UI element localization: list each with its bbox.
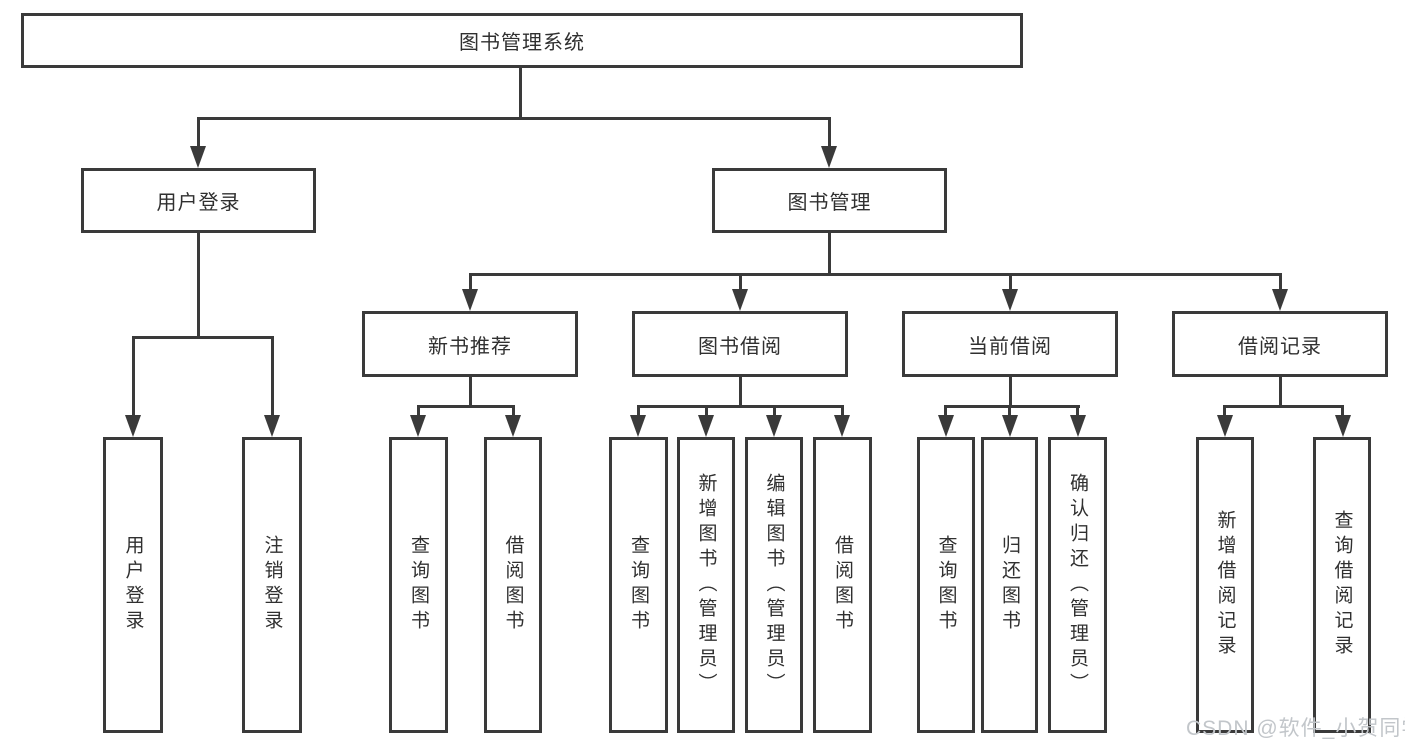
arrow-down-icon xyxy=(1217,415,1233,437)
leaf-confirm-return-admin: 确认归还（管理员） xyxy=(1048,437,1107,733)
node-label: 图书管理系统 xyxy=(459,32,585,54)
connector-line xyxy=(512,405,515,417)
leaf-label: 用户登录 xyxy=(122,535,144,635)
arrow-down-icon xyxy=(505,415,521,437)
leaf-label: 注销登录 xyxy=(261,535,283,635)
leaf-logout: 注销登录 xyxy=(242,437,302,733)
leaf-label: 借阅图书 xyxy=(502,535,524,635)
arrow-down-icon xyxy=(125,415,141,437)
leaf-label: 编辑图书（管理员） xyxy=(763,472,785,698)
connector-line xyxy=(197,117,831,120)
arrow-down-icon xyxy=(1070,415,1086,437)
leaf-label: 查询图书 xyxy=(628,535,649,635)
node-new-book-recommend: 新书推荐 xyxy=(362,311,578,377)
connector-line xyxy=(469,377,472,408)
node-label: 图书借阅 xyxy=(698,335,782,358)
node-book-management: 图书管理 xyxy=(712,168,947,233)
connector-line xyxy=(637,405,844,408)
csdn-watermark: CSDN @软件_小贺同学 xyxy=(1186,717,1405,740)
connector-line xyxy=(132,336,135,417)
leaf-query-borrow-record: 查询借阅记录 xyxy=(1313,437,1371,733)
connector-line xyxy=(773,405,776,417)
arrow-down-icon xyxy=(1272,289,1288,311)
connector-line xyxy=(1008,405,1011,417)
leaf-user-login: 用户登录 xyxy=(103,437,163,733)
node-label: 新书推荐 xyxy=(428,335,512,358)
arrow-down-icon xyxy=(938,415,954,437)
connector-line xyxy=(132,336,274,339)
node-label: 借阅记录 xyxy=(1238,335,1322,358)
leaf-label: 借阅图书 xyxy=(832,535,853,635)
node-borrow-records: 借阅记录 xyxy=(1172,311,1388,377)
arrow-down-icon xyxy=(410,415,426,437)
arrow-down-icon xyxy=(1002,415,1018,437)
connector-line xyxy=(197,233,200,339)
connector-line xyxy=(705,405,708,417)
connector-line xyxy=(944,405,1080,408)
arrow-down-icon xyxy=(1002,289,1018,311)
leaf-label: 归还图书 xyxy=(999,535,1020,635)
connector-line xyxy=(739,377,742,408)
connector-line xyxy=(1341,405,1344,417)
arrow-down-icon xyxy=(190,146,206,168)
connector-line xyxy=(739,273,742,291)
connector-line xyxy=(417,405,515,408)
connector-line xyxy=(1279,377,1282,408)
connector-line xyxy=(519,66,522,119)
leaf-query-books-borrow: 查询图书 xyxy=(609,437,668,733)
connector-line xyxy=(469,273,1282,276)
node-book-borrow: 图书借阅 xyxy=(632,311,848,377)
leaf-borrow-books: 借阅图书 xyxy=(813,437,872,733)
connector-line xyxy=(1076,405,1079,417)
arrow-down-icon xyxy=(698,415,714,437)
connector-line xyxy=(637,405,640,417)
connector-line xyxy=(1279,273,1282,291)
leaf-add-books-admin: 新增图书（管理员） xyxy=(677,437,735,733)
node-label: 图书管理 xyxy=(787,192,872,214)
leaf-label: 新增图书（管理员） xyxy=(695,472,717,698)
connector-line xyxy=(841,405,844,417)
arrow-down-icon xyxy=(462,289,478,311)
connector-line xyxy=(271,336,274,417)
node-user-login: 用户登录 xyxy=(81,168,316,233)
leaf-add-borrow-record: 新增借阅记录 xyxy=(1196,437,1254,733)
leaf-borrow-books-recommend: 借阅图书 xyxy=(484,437,542,733)
leaf-label: 查询借阅记录 xyxy=(1331,510,1353,660)
connector-line xyxy=(197,117,200,148)
arrow-down-icon xyxy=(766,415,782,437)
arrow-down-icon xyxy=(630,415,646,437)
node-label: 用户登录 xyxy=(156,192,241,214)
arrow-down-icon xyxy=(1335,415,1351,437)
arrow-down-icon xyxy=(732,289,748,311)
node-current-borrow: 当前借阅 xyxy=(902,311,1118,377)
arrow-down-icon xyxy=(834,415,850,437)
connector-line xyxy=(1009,273,1012,291)
arrow-down-icon xyxy=(821,146,837,168)
connector-line xyxy=(1223,405,1344,408)
leaf-label: 确认归还（管理员） xyxy=(1067,472,1088,698)
leaf-query-books-current: 查询图书 xyxy=(917,437,975,733)
connector-line xyxy=(828,117,831,148)
connector-line xyxy=(1223,405,1226,417)
connector-line xyxy=(417,405,420,417)
leaf-return-books: 归还图书 xyxy=(981,437,1038,733)
arrow-down-icon xyxy=(264,415,280,437)
connector-line xyxy=(944,405,947,417)
leaf-edit-books-admin: 编辑图书（管理员） xyxy=(745,437,803,733)
leaf-label: 查询图书 xyxy=(935,535,957,635)
connector-line xyxy=(469,273,472,291)
connector-line xyxy=(828,233,831,276)
node-label: 当前借阅 xyxy=(968,335,1052,358)
leaf-label: 查询图书 xyxy=(408,535,429,635)
connector-line xyxy=(1009,377,1012,408)
node-library-system-root: 图书管理系统 xyxy=(21,13,1023,68)
leaf-label: 新增借阅记录 xyxy=(1214,510,1236,660)
leaf-query-books-recommend: 查询图书 xyxy=(389,437,448,733)
